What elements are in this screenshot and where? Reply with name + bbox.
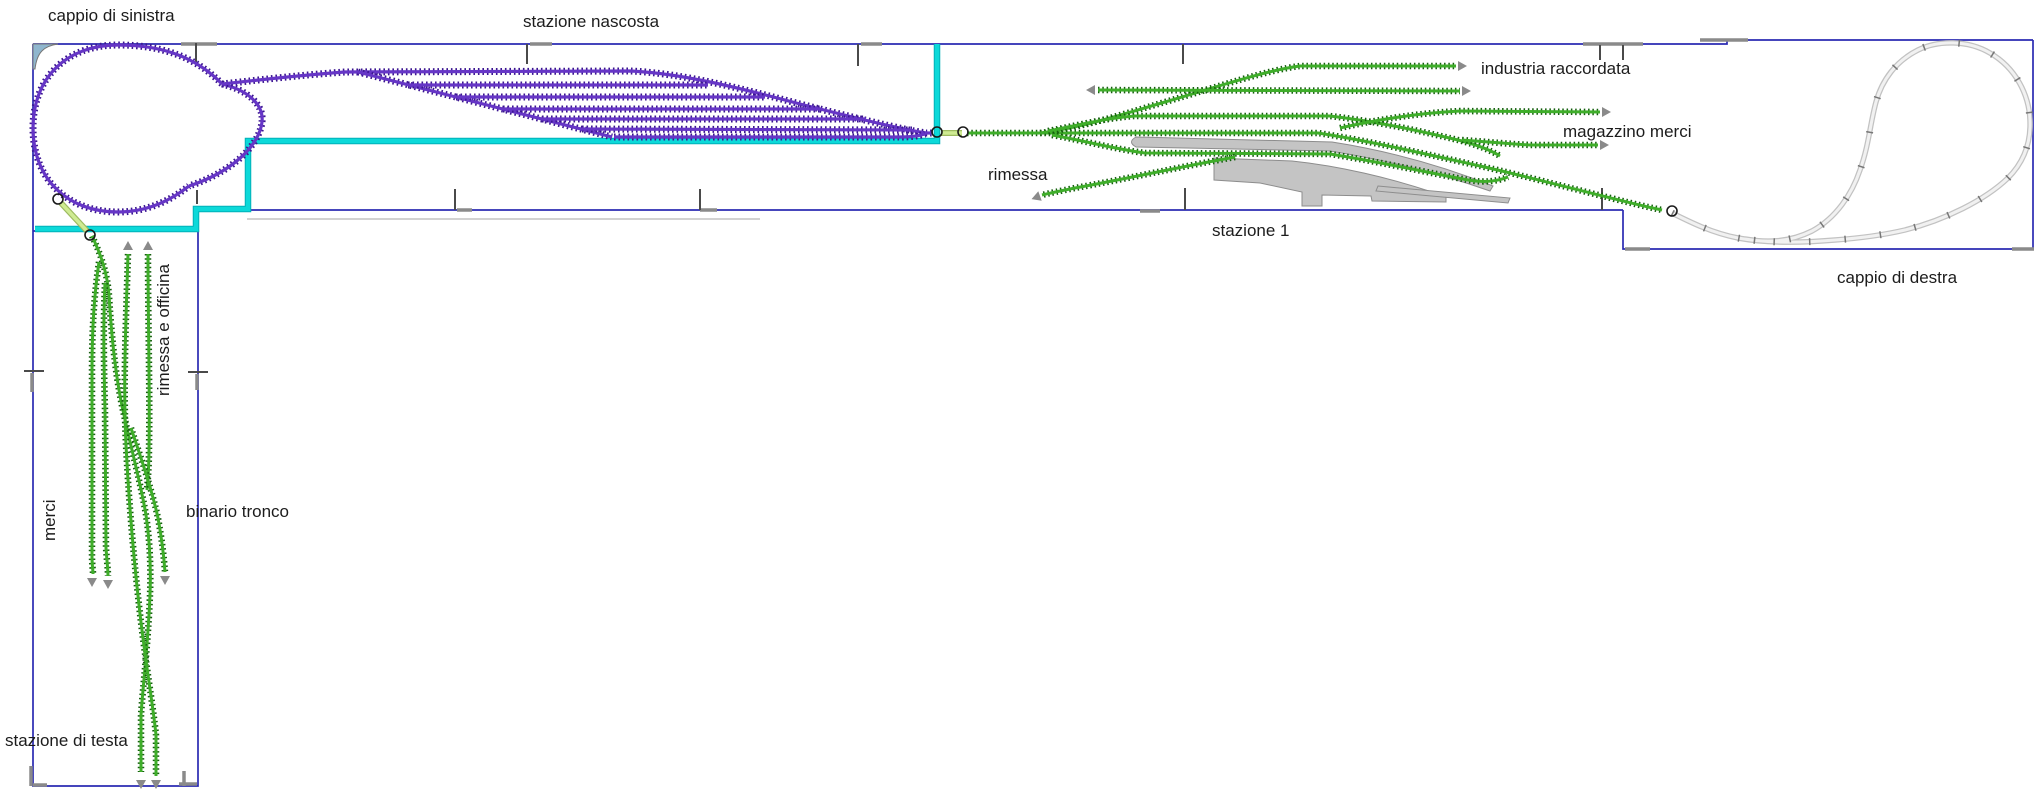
- corner-wedge-shape: [32, 43, 59, 70]
- track-green-siding-r3[interactable]: [1051, 131, 1510, 185]
- station-building[interactable]: [1213, 157, 1447, 207]
- label-merci[interactable]: merci: [40, 499, 59, 541]
- plan-labels: cappio di sinistra stazione nascosta indus…: [5, 6, 1958, 750]
- corner-wedge: [32, 43, 59, 70]
- label-cappio-di-sinistra[interactable]: cappio di sinistra: [48, 6, 175, 25]
- buffer-stop-icon: [1602, 107, 1611, 117]
- label-magazzino-merci[interactable]: magazzino merci: [1563, 122, 1692, 141]
- track-purple-mainline-stroke: [221, 69, 933, 135]
- track-purple-loop-teardrop-a-stroke: [31, 43, 224, 214]
- buffer-stop-icon: [123, 241, 133, 250]
- track-green-siding-r3-stroke: [1051, 133, 1509, 183]
- connection-marker-icon: [84, 229, 96, 241]
- track-purple-loop-teardrop-b-stroke: [188, 82, 264, 188]
- track-lime-connector-west-stroke: [59, 201, 89, 233]
- buffer-stops: [87, 61, 1611, 789]
- buffer-stop-icon: [151, 780, 161, 789]
- label-stazione-1[interactable]: stazione 1: [1212, 221, 1290, 240]
- buffer-stop-icon: [1086, 85, 1095, 95]
- track-green-magazzino-upper-stroke: [1339, 109, 1601, 130]
- track-green-branch-mid-stroke: [145, 253, 151, 491]
- track-green-main-east[interactable]: [967, 129, 1663, 214]
- track-green-magazzino-stroke: [1461, 138, 1598, 147]
- hidden-area-boundary: [35, 44, 941, 233]
- track-purple-loop-teardrop-b[interactable]: [187, 80, 266, 190]
- label-stazione-di-testa[interactable]: stazione di testa: [5, 731, 128, 750]
- border-right-board: [1622, 40, 2034, 250]
- track-green-branch-main-stroke: [90, 235, 152, 772]
- track-purple-siding-7-stroke: [614, 132, 926, 139]
- buffer-stop-icon: [1600, 140, 1609, 150]
- platform-tail[interactable]: [1375, 185, 1511, 204]
- buffer-stop-icon: [136, 780, 146, 789]
- track-gray-right-loop-stroke: [1670, 40, 2033, 245]
- board-joint-marks: [29, 38, 2034, 787]
- track-purple-siding-6-stroke: [581, 127, 913, 132]
- connection-marker-icon: [1666, 205, 1678, 217]
- buffer-stop-icon: [103, 580, 113, 589]
- track-green-magazzino[interactable]: [1461, 136, 1598, 149]
- buffer-stop-icon: [87, 578, 97, 587]
- track-green-rimessa-spur-stroke: [1041, 155, 1236, 197]
- track-lime-connector-west[interactable]: [58, 200, 90, 234]
- track-gray-right-loop[interactable]: [1670, 39, 2034, 246]
- connection-marker-icon: [931, 126, 943, 138]
- track-purple-siding-6[interactable]: [581, 125, 913, 134]
- track-purple-mainline[interactable]: [221, 67, 933, 137]
- label-rimessa-e-officina[interactable]: rimessa e officina: [154, 263, 173, 396]
- connection-markers: [52, 126, 1678, 241]
- track-green-branch-main[interactable]: [89, 234, 154, 772]
- platforms-and-buildings: [1131, 136, 1511, 207]
- track-green-magazzino-upper[interactable]: [1339, 107, 1601, 132]
- track-green-industria-upper[interactable]: [1039, 62, 1456, 137]
- track-purple-mainline-stroke: [221, 67, 933, 137]
- track-green-branch-right[interactable]: [121, 253, 160, 776]
- track-green-siding-r1[interactable]: [1047, 112, 1502, 159]
- label-stazione-nascosta[interactable]: stazione nascosta: [523, 12, 660, 31]
- track-green-siding-r1-stroke: [1047, 114, 1501, 158]
- track-green-branch-right-stroke: [123, 253, 158, 776]
- hidden-boundary-line: [35, 44, 940, 232]
- track-purple-ladder-left[interactable]: [357, 68, 613, 141]
- track-layers: [29, 39, 2034, 776]
- label-rimessa[interactable]: rimessa: [988, 165, 1048, 184]
- track-green-rimessa-spur[interactable]: [1041, 153, 1236, 199]
- track-green-binario-tronco[interactable]: [127, 426, 169, 573]
- benchwork-borders: [32, 39, 2034, 787]
- buffer-stop-icon: [1031, 191, 1042, 201]
- track-green-merci-1-stroke: [90, 261, 101, 575]
- track-green-main-east-stroke: [967, 131, 1663, 212]
- buffer-stop-icon: [1458, 61, 1467, 71]
- track-green-binario-tronco-stroke: [129, 427, 167, 573]
- track-green-branch-mid[interactable]: [143, 253, 153, 491]
- track-gray-right-loop-stroke: [1670, 39, 2034, 246]
- connection-marker-icon: [52, 193, 64, 205]
- buffer-stop-icon: [1462, 86, 1471, 96]
- label-binario-tronco[interactable]: binario tronco: [186, 502, 289, 521]
- track-green-merci-2[interactable]: [100, 282, 112, 577]
- track-green-merci-1[interactable]: [88, 261, 103, 575]
- track-green-industria-lower-stroke: [1097, 88, 1461, 93]
- track-gray-right-loop-stroke: [1671, 41, 2032, 244]
- border-left-panel: [32, 44, 199, 787]
- buffer-stop-icon: [143, 241, 153, 250]
- track-purple-loop-teardrop-a[interactable]: [29, 41, 225, 216]
- track-purple-siding-7[interactable]: [614, 130, 927, 141]
- track-green-industria-upper-stroke: [1039, 64, 1456, 135]
- label-industria-raccordata[interactable]: industria raccordata: [1481, 59, 1631, 78]
- track-purple-ladder-left-stroke: [357, 70, 613, 139]
- label-cappio-di-destra[interactable]: cappio di destra: [1837, 268, 1958, 287]
- buffer-stop-icon: [160, 576, 170, 585]
- track-green-merci-2-stroke: [102, 282, 110, 577]
- section-tick-marks: [24, 43, 1624, 373]
- track-green-industria-lower[interactable]: [1097, 86, 1461, 95]
- connection-marker-icon: [957, 126, 969, 138]
